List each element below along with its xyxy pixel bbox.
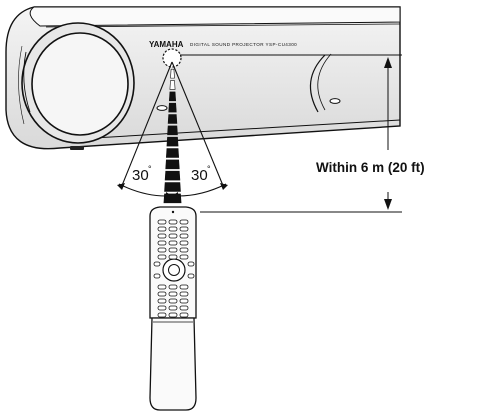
remote-button	[153, 261, 161, 267]
remote-button	[179, 247, 189, 253]
remote-button	[168, 233, 178, 239]
remote-button	[179, 291, 189, 297]
remote-button	[179, 226, 189, 232]
remote-button	[179, 305, 189, 311]
remote-button	[157, 233, 167, 239]
beam-segment	[165, 148, 180, 158]
remote-button	[157, 284, 167, 290]
remote-button	[153, 273, 161, 279]
beam-segment	[164, 170, 181, 181]
remote-button	[168, 240, 178, 246]
ir-emitter-dot	[171, 210, 175, 214]
beam-segment	[165, 159, 180, 170]
right-angle-arc	[177, 183, 227, 197]
remote-button	[168, 284, 178, 290]
remote-button	[157, 247, 167, 253]
remote-button	[168, 312, 178, 318]
remote-button	[168, 291, 178, 297]
ir-signal-beam	[163, 68, 182, 204]
remote-button	[157, 240, 167, 246]
enter-button	[168, 264, 180, 276]
beam-segment	[168, 102, 177, 113]
remote-button	[187, 261, 195, 267]
ir-sensor-window	[162, 48, 182, 68]
beam-segment	[166, 136, 179, 147]
beam-segment	[163, 193, 182, 204]
remote-button	[168, 298, 178, 304]
remote-button	[168, 247, 178, 253]
remote-button	[157, 219, 167, 225]
remote-button	[168, 226, 178, 232]
beam-segment	[169, 80, 176, 90]
distance-label: Within 6 m (20 ft)	[316, 160, 425, 175]
remote-button	[179, 233, 189, 239]
brand-logo-text: YAMAHA	[149, 40, 184, 49]
remote-button	[157, 254, 167, 260]
remote-button	[179, 240, 189, 246]
remote-button	[179, 254, 189, 260]
remote-button	[168, 219, 178, 225]
remote-button	[157, 312, 167, 318]
beam-segment	[167, 114, 178, 124]
left-angle-arc	[118, 183, 167, 197]
right-angle-value: 30	[191, 167, 208, 184]
beam-segment	[168, 91, 177, 102]
beam-segment	[170, 68, 175, 79]
beam-segment	[167, 125, 178, 136]
left-angle-value: 30	[132, 167, 149, 184]
left-degree-symbol: °	[148, 164, 152, 174]
foot-left	[70, 146, 84, 150]
remote-button	[187, 273, 195, 279]
remote-button	[157, 298, 167, 304]
remote-button	[157, 305, 167, 311]
foot-mark	[156, 105, 168, 111]
beam-segment	[164, 182, 181, 192]
remote-button	[179, 312, 189, 318]
remote-button	[179, 298, 189, 304]
remote-control	[149, 206, 197, 411]
foot-mark	[329, 98, 341, 104]
remote-button	[168, 305, 178, 311]
coverage-angle-lines	[117, 61, 228, 200]
model-name-text: DIGITAL SOUND PROJECTOR YSP-CU4300	[190, 42, 297, 47]
woofer-speaker-grille	[18, 22, 135, 144]
right-grille-arcs	[309, 53, 332, 113]
remote-button	[168, 254, 178, 260]
right-degree-symbol: °	[207, 164, 211, 174]
remote-button	[157, 226, 167, 232]
distance-indicator	[180, 54, 402, 213]
remote-button	[157, 291, 167, 297]
remote-button	[179, 219, 189, 225]
remote-button	[179, 284, 189, 290]
